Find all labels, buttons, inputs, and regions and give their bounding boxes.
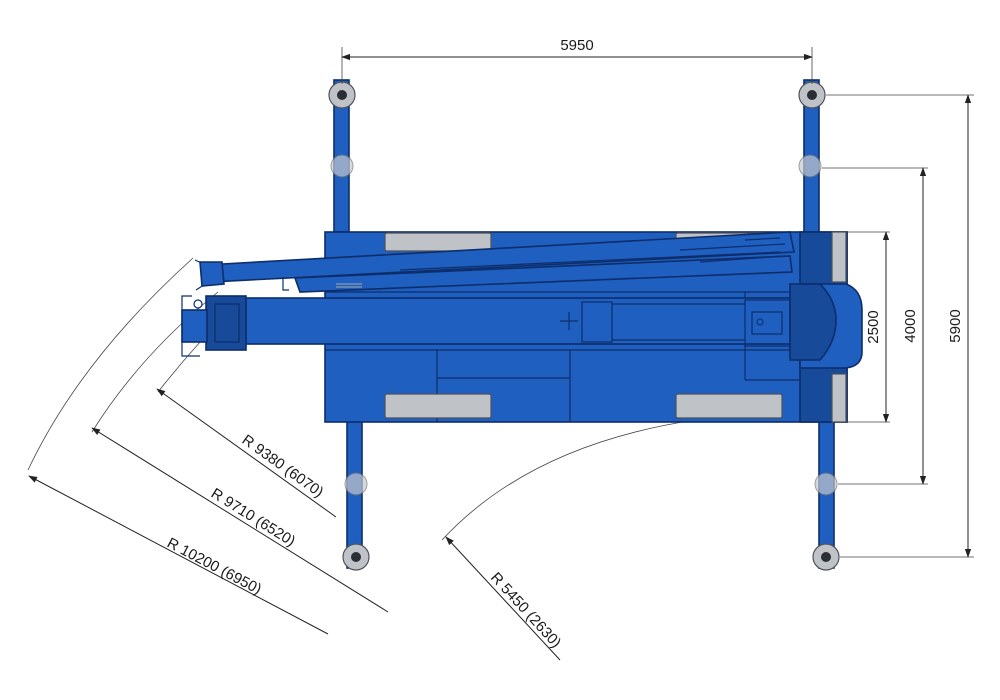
wheel-far-rear-bottom: [831, 373, 847, 423]
dimension-label-support-width-mid: 4000: [902, 309, 919, 342]
wheel-front-bottom: [384, 393, 492, 419]
radius-arc-r3: [27, 257, 194, 471]
outrigger-pad-rear-bottom: [812, 543, 840, 571]
jib-boom: [194, 231, 795, 293]
dimension-label-outrigger-span: 5950: [560, 37, 593, 54]
jib-tip-head: [199, 261, 225, 287]
outrigger-pad-retracted-front-top: [330, 154, 354, 178]
wheel-rear-bottom: [675, 393, 783, 419]
outrigger-pad-front-top: [328, 81, 356, 109]
radius-leader-r1: [156, 388, 337, 518]
dimension-support-width-mid: 4000: [822, 167, 928, 485]
radius-label-r1: R 9380 (6070): [239, 431, 327, 501]
dimension-outrigger-span: 5950: [341, 37, 813, 84]
radius-leader-r4: [445, 536, 561, 661]
hook-block: [181, 309, 208, 343]
radius-label-r3: R 10200 (6950): [164, 535, 264, 599]
radius-arc-r4: [441, 419, 696, 541]
hook-block-bracket: [181, 295, 200, 357]
radius-label-r2: R 9710 (6520): [208, 485, 298, 550]
jib-section-inner: [293, 255, 793, 293]
dimension-frame-width: 2500: [847, 231, 890, 423]
outrigger-pad-retracted-rear-top: [798, 154, 822, 178]
dimension-label-frame-width: 2500: [865, 310, 882, 343]
outrigger-pad-retracted-rear-bottom: [814, 472, 838, 496]
radius-leader-r3: [28, 475, 329, 635]
outrigger-pad-retracted-front-bottom: [344, 472, 368, 496]
wheel-far-rear-top: [831, 231, 847, 283]
main-boom-section: [244, 297, 791, 345]
main-boom-inner-box: [581, 301, 613, 343]
wheel-front-top: [384, 232, 492, 252]
main-boom: [181, 283, 837, 361]
radius-leader-r2: [91, 427, 389, 613]
dimension-label-support-width-full: 5900: [947, 309, 964, 342]
outrigger-pad-rear-top: [798, 81, 826, 109]
dimension-support-width-full: 5900: [826, 94, 974, 558]
turret: [789, 283, 837, 361]
radius-label-r4: R 5450 (2630): [487, 569, 564, 651]
outrigger-pad-front-bottom: [342, 543, 370, 571]
